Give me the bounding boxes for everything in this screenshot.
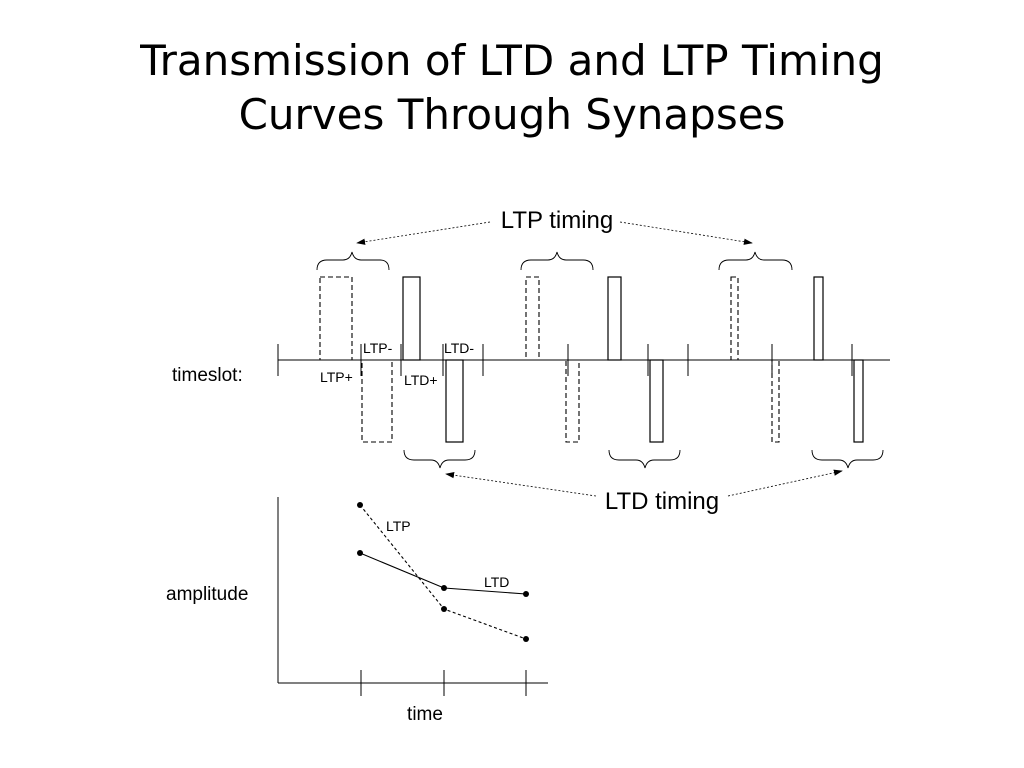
slide-title-line-1: Transmission of LTD and LTP Timing bbox=[140, 36, 884, 85]
pulse-dashed-up-2 bbox=[525, 276, 540, 361]
pulse-solid-up-2 bbox=[607, 276, 622, 361]
pulse-dashed-down-2 bbox=[565, 359, 580, 443]
ltp-timing-arrow-left bbox=[356, 221, 491, 245]
ltd-brace-3 bbox=[811, 449, 884, 469]
pulse-solid-up-3 bbox=[813, 276, 824, 361]
pulse-solid-down-1 bbox=[445, 359, 464, 443]
ltp-brace-3 bbox=[718, 251, 793, 271]
ltd-brace-1 bbox=[403, 449, 476, 469]
ltd-brace-2 bbox=[608, 449, 681, 469]
pulse-dashed-down-3 bbox=[771, 359, 780, 443]
amplitude-axis-label: amplitude bbox=[166, 584, 248, 605]
ltp-series-points bbox=[357, 502, 529, 642]
pulse-dashed-up-1 bbox=[319, 276, 353, 361]
ltp-timing-arrow-right bbox=[619, 221, 753, 245]
pulse-dashed-up-3 bbox=[730, 276, 739, 361]
ltp-brace-1 bbox=[316, 251, 390, 271]
ltp-plus-label: LTP+ bbox=[320, 369, 353, 385]
time-axis-label: time bbox=[407, 704, 443, 725]
ltp-series-line bbox=[359, 504, 527, 640]
ltd-series-label: LTD bbox=[484, 574, 509, 590]
pulse-solid-down-3 bbox=[853, 359, 864, 443]
ltd-series-points bbox=[357, 550, 529, 597]
slide-title: Transmission of LTD and LTP Timing Curve… bbox=[0, 34, 1024, 142]
ltd-timing-label: LTD timing bbox=[605, 488, 719, 515]
ltp-series-label: LTP bbox=[386, 518, 411, 534]
ltp-minus-label: LTP- bbox=[363, 340, 393, 356]
timeslot-label: timeslot: bbox=[172, 365, 243, 386]
ltp-brace-2 bbox=[520, 251, 594, 271]
ltd-timing-arrow-left bbox=[445, 472, 597, 497]
time-axis-ticks bbox=[360, 670, 527, 696]
ltp-timing-label: LTP timing bbox=[501, 207, 614, 234]
pulse-solid-up-1 bbox=[402, 276, 421, 361]
ltd-plus-label: LTD+ bbox=[404, 372, 438, 388]
ltd-timing-arrow-right bbox=[727, 469, 843, 497]
pulse-solid-down-2 bbox=[649, 359, 664, 443]
pulse-dashed-down-1 bbox=[361, 359, 393, 443]
ltd-minus-label: LTD- bbox=[444, 340, 474, 356]
slide-title-line-2: Curves Through Synapses bbox=[238, 90, 786, 139]
